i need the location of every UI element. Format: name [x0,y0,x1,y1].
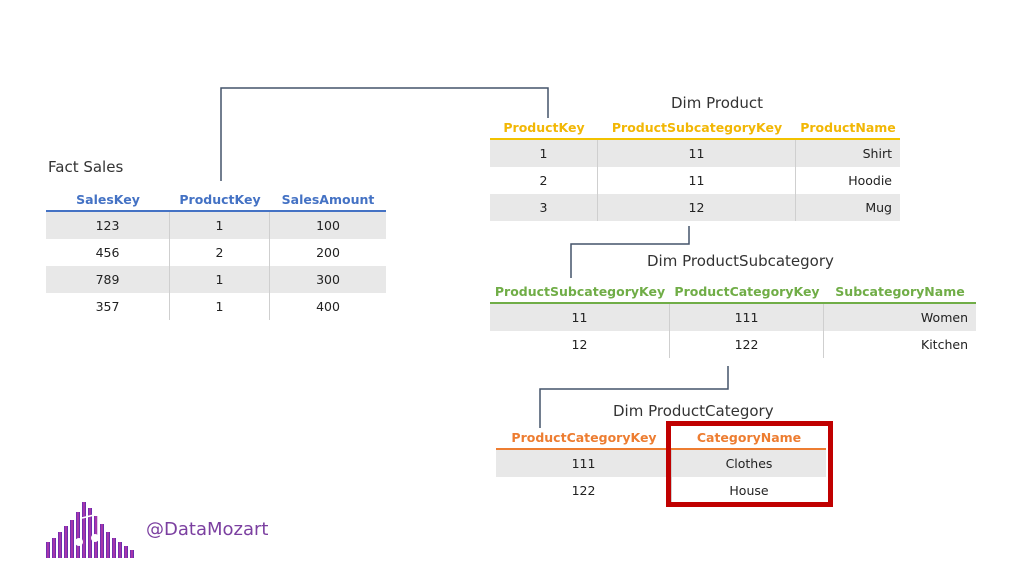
fact-sales-title: Fact Sales [48,158,124,176]
column-header: ProductCategoryKey [511,430,657,445]
table-cell: House [729,483,769,498]
table-cell: Shirt [862,146,892,161]
table-header: SalesKey ProductKey SalesAmount [46,190,386,212]
table-cell: Clothes [725,456,773,471]
table-cell: 1 [170,212,270,239]
table-cell: 12 [598,194,796,221]
table-cell: 111 [670,304,824,331]
table-header: ProductKey ProductSubcategoryKey Product… [490,118,900,140]
connector-product-to-subcategory [570,226,690,278]
table-row: 122 House [496,477,826,504]
column-header: SubcategoryName [835,284,965,299]
column-header: SalesAmount [281,192,375,207]
table-row: 2 11 Hoodie [490,167,900,194]
table-cell: 111 [496,450,672,477]
table-row: 123 1 100 [46,212,386,239]
table-cell: 11 [598,167,796,194]
table-cell: 789 [46,266,170,293]
dim-category-table: ProductCategoryKey CategoryName 111 Clot… [496,428,826,504]
table-cell: 3 [490,194,598,221]
column-header: CategoryName [696,430,802,445]
dim-category-title: Dim ProductCategory [613,402,774,420]
table-cell: 456 [46,239,170,266]
column-header: ProductKey [503,120,585,135]
category-name-highlight-box [666,421,833,507]
datamozart-logo-icon [46,502,134,558]
table-row: 789 1 300 [46,266,386,293]
connector-fact-to-product [220,87,549,181]
table-cell: 2 [490,167,598,194]
table-row: 3 12 Mug [490,194,900,221]
table-cell: 100 [316,218,340,233]
table-cell: 12 [490,331,670,358]
table-cell: 2 [170,239,270,266]
table-cell: 1 [170,293,270,320]
dim-product-table: ProductKey ProductSubcategoryKey Product… [490,118,900,221]
table-cell: Women [920,310,968,325]
table-cell: 122 [496,477,672,504]
dim-product-title: Dim Product [671,94,764,112]
column-header: SalesKey [76,192,140,207]
table-cell: 123 [46,212,170,239]
table-cell: 400 [316,299,340,314]
column-header: ProductKey [179,192,261,207]
column-header: ProductCategoryKey [674,284,820,299]
dim-subcategory-title: Dim ProductSubcategory [647,252,834,270]
table-row: 12 122 Kitchen [490,331,976,358]
table-row: 111 Clothes [496,450,826,477]
table-cell: 300 [316,272,340,287]
table-row: 456 2 200 [46,239,386,266]
table-cell: 11 [598,140,796,167]
column-header: ProductName [800,120,896,135]
datamozart-handle: @DataMozart [146,519,269,540]
table-cell: 1 [170,266,270,293]
table-cell: 122 [670,331,824,358]
table-row: 1 11 Shirt [490,140,900,167]
table-row: 11 111 Women [490,304,976,331]
table-cell: 200 [316,245,340,260]
table-cell: 1 [490,140,598,167]
table-row: 357 1 400 [46,293,386,320]
table-header: ProductSubcategoryKey ProductCategoryKey… [490,282,976,304]
table-cell: Hoodie [848,173,892,188]
connector-subcategory-to-category [539,366,729,428]
fact-sales-table: SalesKey ProductKey SalesAmount 123 1 10… [46,190,386,320]
table-cell: Kitchen [921,337,968,352]
column-header: ProductSubcategoryKey [611,120,783,135]
table-header: ProductCategoryKey CategoryName [496,428,826,450]
table-cell: 357 [46,293,170,320]
table-cell: Mug [865,200,892,215]
table-cell: 11 [490,304,670,331]
dim-subcategory-table: ProductSubcategoryKey ProductCategoryKey… [490,282,976,358]
column-header: ProductSubcategoryKey [494,284,666,299]
